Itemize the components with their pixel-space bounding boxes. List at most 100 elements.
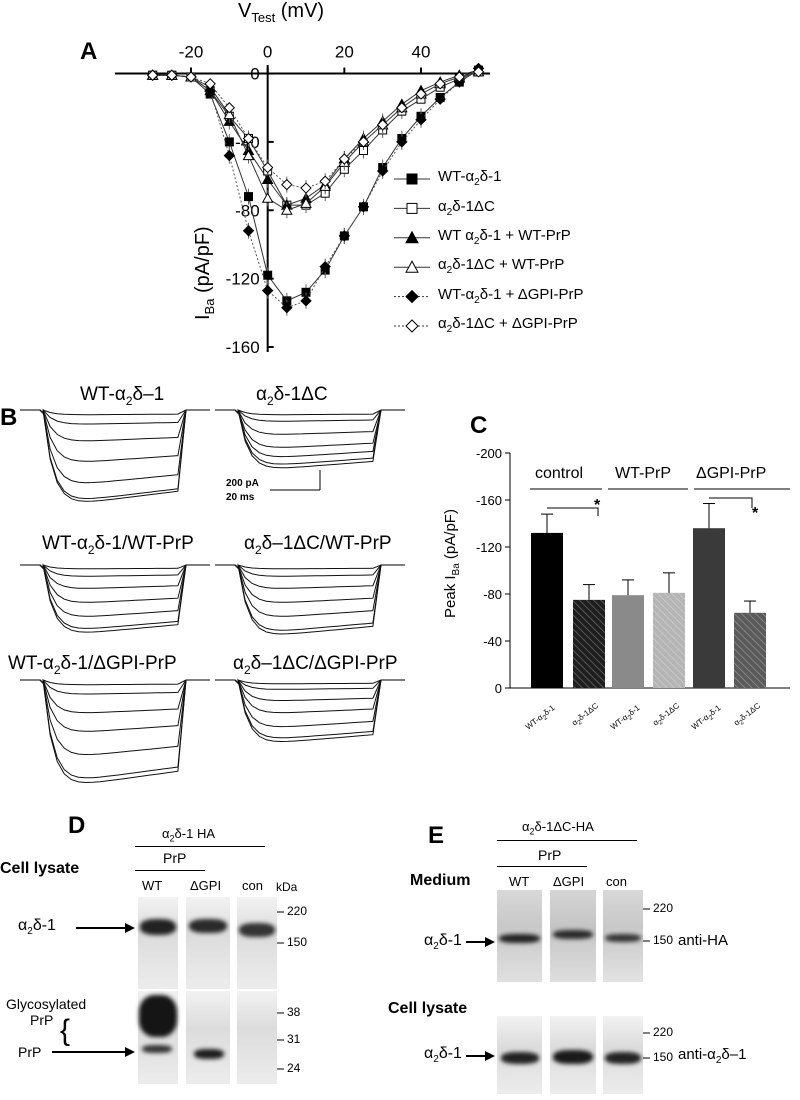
triangle-marker bbox=[261, 192, 274, 203]
diamond-marker bbox=[281, 301, 293, 314]
lane-label-con: con bbox=[242, 878, 263, 893]
diamond-marker bbox=[415, 88, 427, 100]
diamond-marker bbox=[185, 71, 197, 83]
x-tick-label: 0 bbox=[263, 43, 272, 62]
lane-label-wt: WT bbox=[142, 878, 163, 893]
arrow-head bbox=[125, 923, 135, 933]
panel-e-label: E bbox=[428, 822, 445, 849]
current-trace bbox=[234, 679, 382, 739]
current-trace bbox=[234, 679, 382, 714]
diamond-marker bbox=[204, 78, 216, 90]
triangle-marker bbox=[405, 230, 419, 244]
lane-label-e-wt: WT bbox=[509, 874, 530, 889]
y-tick-label: -120 bbox=[476, 540, 502, 555]
panel-e-prp-rule bbox=[497, 866, 587, 867]
triangle-marker bbox=[261, 173, 274, 185]
trace-block-1 bbox=[20, 408, 210, 502]
mw-150-d: 150 bbox=[287, 935, 308, 949]
square-marker bbox=[244, 192, 253, 202]
diamond-marker bbox=[434, 78, 446, 90]
diamond-marker bbox=[376, 119, 389, 131]
bar bbox=[693, 528, 725, 688]
blot-e-bottom-lane-con bbox=[603, 1016, 643, 1094]
brace-icon: { bbox=[60, 1014, 71, 1047]
panel-d-header-rule bbox=[135, 846, 265, 847]
diamond-marker bbox=[300, 295, 312, 307]
y-tick-label: 0 bbox=[495, 681, 502, 696]
mw-220-d: 220 bbox=[287, 904, 308, 918]
panel-d-prp-label: PrP bbox=[163, 850, 187, 866]
mw-150-e-bottom: 150 bbox=[653, 1050, 674, 1064]
square-marker bbox=[406, 173, 418, 185]
trace-block-2 bbox=[215, 408, 405, 469]
panel-e-cell-lysate-label: Cell lysate bbox=[388, 1000, 468, 1017]
current-trace bbox=[234, 409, 382, 469]
current-trace bbox=[39, 564, 187, 633]
current-trace bbox=[39, 679, 187, 784]
legend-entry-2: α2δ-1ΔC bbox=[438, 198, 495, 218]
diamond-marker bbox=[357, 201, 370, 213]
panel-d-header: α2δ-1 HA bbox=[162, 826, 215, 844]
diamond-marker bbox=[166, 69, 178, 81]
triangle-marker bbox=[405, 260, 419, 273]
diamond-marker bbox=[242, 132, 255, 145]
current-trace bbox=[39, 409, 187, 442]
current-trace bbox=[234, 564, 382, 617]
triangle-marker bbox=[242, 149, 255, 161]
diamond-marker bbox=[223, 149, 236, 162]
current-trace bbox=[39, 679, 187, 756]
y-tick-label: 0 bbox=[250, 65, 259, 84]
mw-38: 38 bbox=[287, 1005, 301, 1019]
blot-d-bottom-lane-wt bbox=[138, 991, 178, 1084]
current-trace bbox=[234, 564, 382, 570]
current-trace bbox=[39, 678, 187, 695]
trace-label-dc: α2δ-1ΔC bbox=[256, 384, 328, 408]
diamond-marker bbox=[405, 319, 419, 333]
diamond-marker bbox=[261, 161, 274, 174]
current-trace bbox=[39, 409, 187, 484]
current-trace bbox=[39, 563, 187, 577]
mw-ticks-e bbox=[643, 908, 650, 1059]
current-trace bbox=[39, 563, 187, 589]
significance-bracket bbox=[547, 507, 599, 516]
blot-e-top-lane-wt bbox=[497, 890, 542, 982]
panel-d-prp-rule bbox=[135, 870, 205, 871]
blot-e-bottom-lane-dgpi bbox=[550, 1016, 596, 1094]
current-trace bbox=[234, 679, 382, 728]
current-trace bbox=[234, 563, 382, 577]
panel-d-label: D bbox=[68, 812, 86, 839]
panel-e-header-rule bbox=[497, 840, 637, 841]
lane-label-e-con: con bbox=[606, 874, 627, 889]
current-trace bbox=[234, 409, 382, 458]
panel-c-label: C bbox=[470, 412, 488, 439]
legend-markers bbox=[394, 173, 430, 333]
glycosylated-prp-label: PrP bbox=[30, 1012, 54, 1028]
current-trace bbox=[234, 564, 382, 635]
lane-label-dgpi: ΔGPI bbox=[190, 878, 222, 893]
blot-e-top-lane-dgpi bbox=[550, 890, 596, 982]
bar-3 bbox=[612, 579, 644, 688]
diamond-marker bbox=[376, 165, 389, 177]
diamond-marker bbox=[146, 69, 159, 81]
legend-entry-3: WT α2δ-1 + WT-PrP bbox=[438, 227, 571, 247]
significance-bracket bbox=[709, 497, 753, 508]
series-6 bbox=[146, 66, 485, 197]
current-trace bbox=[39, 409, 187, 500]
diamond-marker bbox=[453, 71, 466, 83]
mw-24: 24 bbox=[287, 1061, 301, 1075]
panel-a-xlabel: VTest (mV) bbox=[238, 0, 325, 25]
current-trace bbox=[39, 409, 187, 502]
group-label-control: control bbox=[535, 465, 584, 482]
x-tick-label: 20 bbox=[335, 43, 354, 62]
y-tick-label: -80 bbox=[483, 587, 502, 602]
y-tick-label: -200 bbox=[476, 446, 502, 461]
prp-band-label: PrP bbox=[18, 1044, 42, 1060]
diamond-marker bbox=[338, 230, 351, 242]
bar-1 bbox=[531, 513, 563, 688]
significance-star-1: * bbox=[594, 497, 601, 514]
x-tick-label: 40 bbox=[412, 43, 431, 62]
diamond-marker bbox=[319, 175, 331, 187]
legend-entry-4: α2δ-1ΔC + WT-PrP bbox=[438, 256, 565, 276]
diamond-marker bbox=[242, 225, 255, 237]
bar-hatch bbox=[653, 592, 685, 688]
